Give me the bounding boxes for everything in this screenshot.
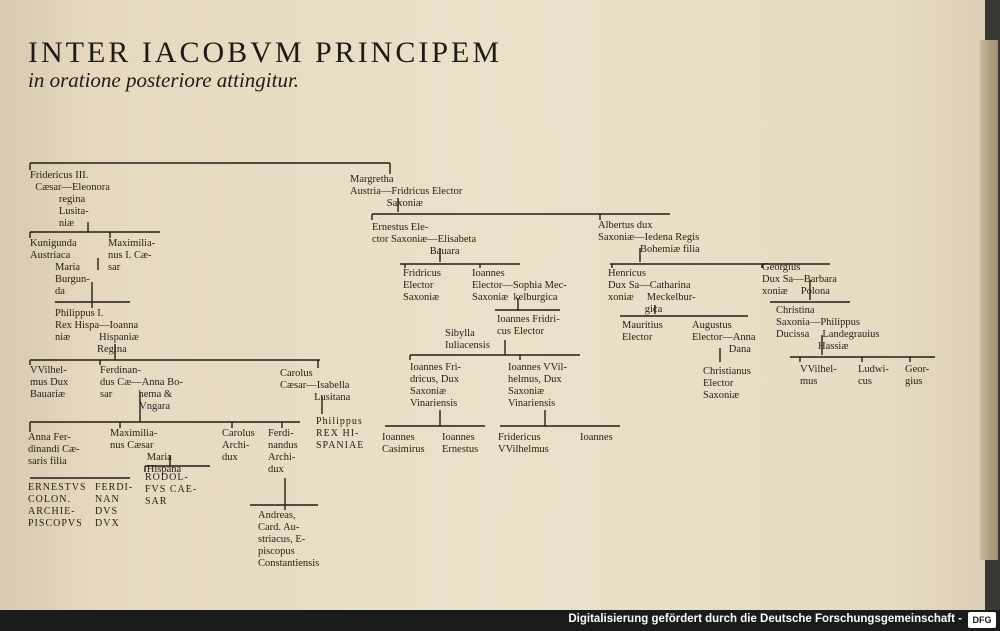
node-ludwicus: Ludwi- cus: [858, 364, 889, 387]
node-margretha: Margretha Austria—Fridricus Elector Saxo…: [350, 174, 463, 209]
footer-bar: Digitalisierung gefördert durch die Deut…: [0, 610, 1000, 631]
node-carolus-caesar: Carolus Cæsar—Isabella Lusitana: [280, 368, 351, 403]
node-ernestus-elector: Ernestus Ele- ctor Saxoniæ—Elisabeta Bau…: [372, 222, 477, 257]
node-carolus-archidux: Carolus Archi- dux: [222, 428, 255, 463]
node-ioannes-vvilhelmus: Ioannes VVil- helmus, Dux Saxoniæ Vinari…: [508, 362, 567, 409]
node-ioannes: Ioannes: [580, 432, 613, 443]
node-fridericus-vvilhelmus: Fridericus VVilhelmus: [498, 432, 549, 455]
node-albertus-dux: Albertus dux Saxoniæ—Iedena Regis Bohemi…: [598, 220, 700, 255]
node-maria-burgunda: Maria Burgun- da: [55, 262, 90, 297]
node-ioannes-fridricus: Ioannes Fridri- cus Elector: [497, 314, 560, 337]
node-ioannes-elector: Ioannes Elector—Sophia Mec- Saxoniæ kelb…: [472, 268, 567, 303]
node-kunigunda: Kunigunda Austriaca: [30, 238, 77, 261]
node-vvilhelmus-bauariae: VVilhel- mus Dux Bauariæ: [30, 365, 69, 400]
node-ferdinandus-dux: FERDI- NAN DVS DVX: [95, 482, 134, 529]
node-ernestus-colon: ERNESTVS COLON. ARCHIE- PISCOPVS: [28, 482, 87, 529]
node-anna-ferdinandi: Anna Fer- dinandi Cæ- saris filia: [28, 432, 80, 467]
page-subheading: in oratione posteriore attingitur.: [28, 68, 300, 92]
page-edge: [980, 40, 998, 560]
node-maximilian-i: Maximilia- nus I. Cæ- sar: [108, 238, 156, 273]
node-fridericus-iii: Fridericus III. Cæsar—Eleonora regina Lu…: [30, 170, 110, 229]
node-andreas: Andreas, Card. Au- striacus, E- piscopus…: [258, 510, 320, 569]
node-ioannes-fridricus-dux: Ioannes Fri- dricus, Dux Saxoniæ Vinarie…: [410, 362, 462, 409]
node-georgius: Georgius Dux Sa—Barbara xoniæ Polona: [762, 262, 837, 297]
node-ioannes-ernestus: Ioannes Ernestus: [442, 432, 479, 455]
dfg-logo: DFG: [968, 612, 996, 628]
node-ioannes-casimirus: Ioannes Casimirus: [382, 432, 425, 455]
node-vvilhelmus-hassiae: VVilhel- mus: [800, 364, 837, 387]
node-philippus-rex: Philippus REX HI- SPANIAE: [316, 416, 365, 451]
footer-credit: Digitalisierung gefördert durch die Deut…: [568, 613, 962, 625]
node-rodolfus-caesar: RODOL- FVS CAE- SAR: [145, 472, 198, 507]
node-ferdinandus-archidux: Ferdi- nandus Archi- dux: [268, 428, 298, 475]
node-fridricus-elector: Fridricus Elector Saxoniæ: [403, 268, 441, 303]
node-sibylla: Sibylla Iuliacensis: [445, 328, 490, 351]
node-augustus: Augustus Elector—Anna Dana: [692, 320, 756, 355]
node-christianus: Christianus Elector Saxoniæ: [703, 366, 751, 401]
node-ferdinandus-caesar: Ferdinan- dus Cæ—Anna Bo- sar hema & Vng…: [100, 365, 183, 412]
node-maximilianus-caesar: Maximilia- nus Cæsar Maria Hispana: [110, 428, 182, 475]
genealogy-page: [0, 0, 985, 610]
node-henricus: Henricus Dux Sa—Catharina xoniæ Meckelbu…: [608, 268, 696, 315]
node-philippus-i: Philippus I. Rex Hispa—Ioanna niæ Hispan…: [55, 308, 139, 355]
node-mauritius: Mauritius Elector: [622, 320, 663, 343]
node-georgius-hassiae: Geor- gius: [905, 364, 930, 387]
page-heading: INTER IACOBVM PRINCIPEM: [28, 36, 503, 69]
node-christina: Christina Saxonia—Philippus Ducissa Land…: [776, 305, 880, 352]
